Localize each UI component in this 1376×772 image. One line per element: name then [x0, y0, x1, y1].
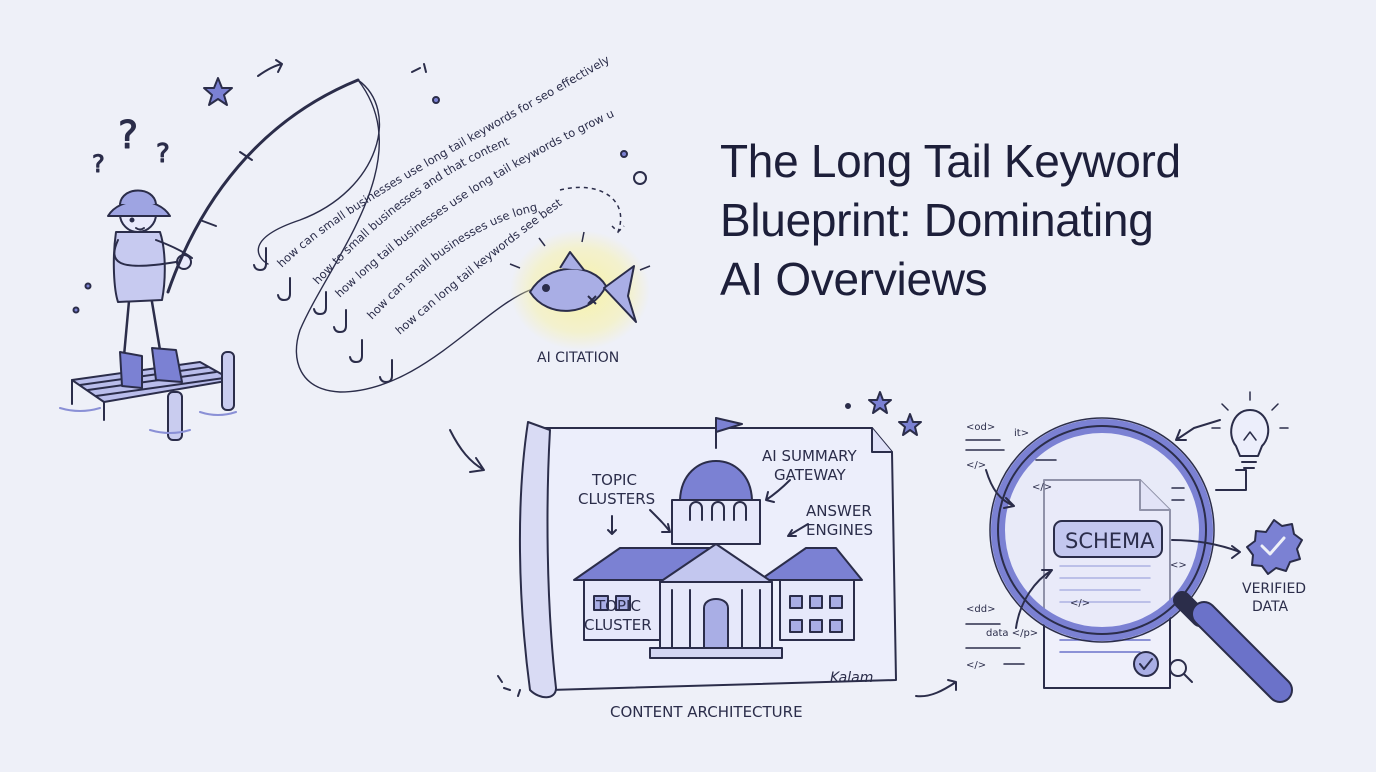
- code-snippet: <>: [1170, 560, 1187, 571]
- content-architecture-label: CONTENT ARCHITECTURE: [610, 703, 803, 721]
- ai-citation-label: AI CITATION: [537, 350, 619, 366]
- fish-icon: [509, 230, 651, 350]
- star-icon: [898, 413, 922, 436]
- topic-cluster-label-1: TOPIC: [595, 597, 641, 615]
- title-line-1: The Long Tail Keyword: [720, 135, 1181, 187]
- lightbulb-icon: [1211, 391, 1289, 469]
- code-snippet: <dd>: [966, 604, 995, 615]
- answer-engines-label-1: ANSWER: [806, 502, 872, 520]
- schema-magnifier: [965, 391, 1303, 703]
- verified-data-label-2: DATA: [1252, 599, 1288, 615]
- hooks: [253, 247, 393, 384]
- question-mark-icon: ?: [156, 139, 170, 169]
- title-line-2: Blueprint: Dominating: [720, 194, 1154, 246]
- question-mark-icon: ?: [118, 113, 138, 157]
- code-snippet: <od>: [966, 422, 995, 433]
- code-snippet: </>: [1032, 482, 1052, 493]
- verified-data-label-1: VERIFIED: [1242, 581, 1306, 597]
- code-snippet: </>: [1070, 598, 1090, 609]
- code-snippet: </>: [966, 460, 986, 471]
- fisherman-scene: ? ? ?: [59, 59, 647, 441]
- page-title: The Long Tail Keyword Blueprint: Dominat…: [720, 132, 1320, 309]
- topic-cluster-label-2: CLUSTER: [584, 616, 652, 634]
- star-icon: [203, 77, 233, 106]
- code-snippet: it>: [1014, 428, 1029, 439]
- schema-label: SCHEMA: [1065, 529, 1155, 553]
- verified-badge-icon: [1246, 519, 1303, 575]
- content-architecture: [449, 391, 957, 699]
- star-icon: [868, 391, 892, 414]
- signature: Kalam: [830, 670, 873, 686]
- answer-engines-label-2: ENGINES: [806, 521, 873, 539]
- dock: [59, 351, 237, 441]
- title-line-3: AI Overviews: [720, 253, 988, 305]
- code-snippet: </>: [966, 660, 986, 671]
- ai-summary-gateway-label-1: AI SUMMARY: [762, 447, 858, 465]
- question-mark-icon: ?: [92, 150, 105, 178]
- topic-clusters-label-1: TOPIC: [591, 471, 637, 489]
- code-snippet: data </p>: [986, 628, 1038, 639]
- topic-clusters-label-2: CLUSTERS: [578, 490, 655, 508]
- ai-summary-gateway-label-2: GATEWAY: [774, 466, 846, 484]
